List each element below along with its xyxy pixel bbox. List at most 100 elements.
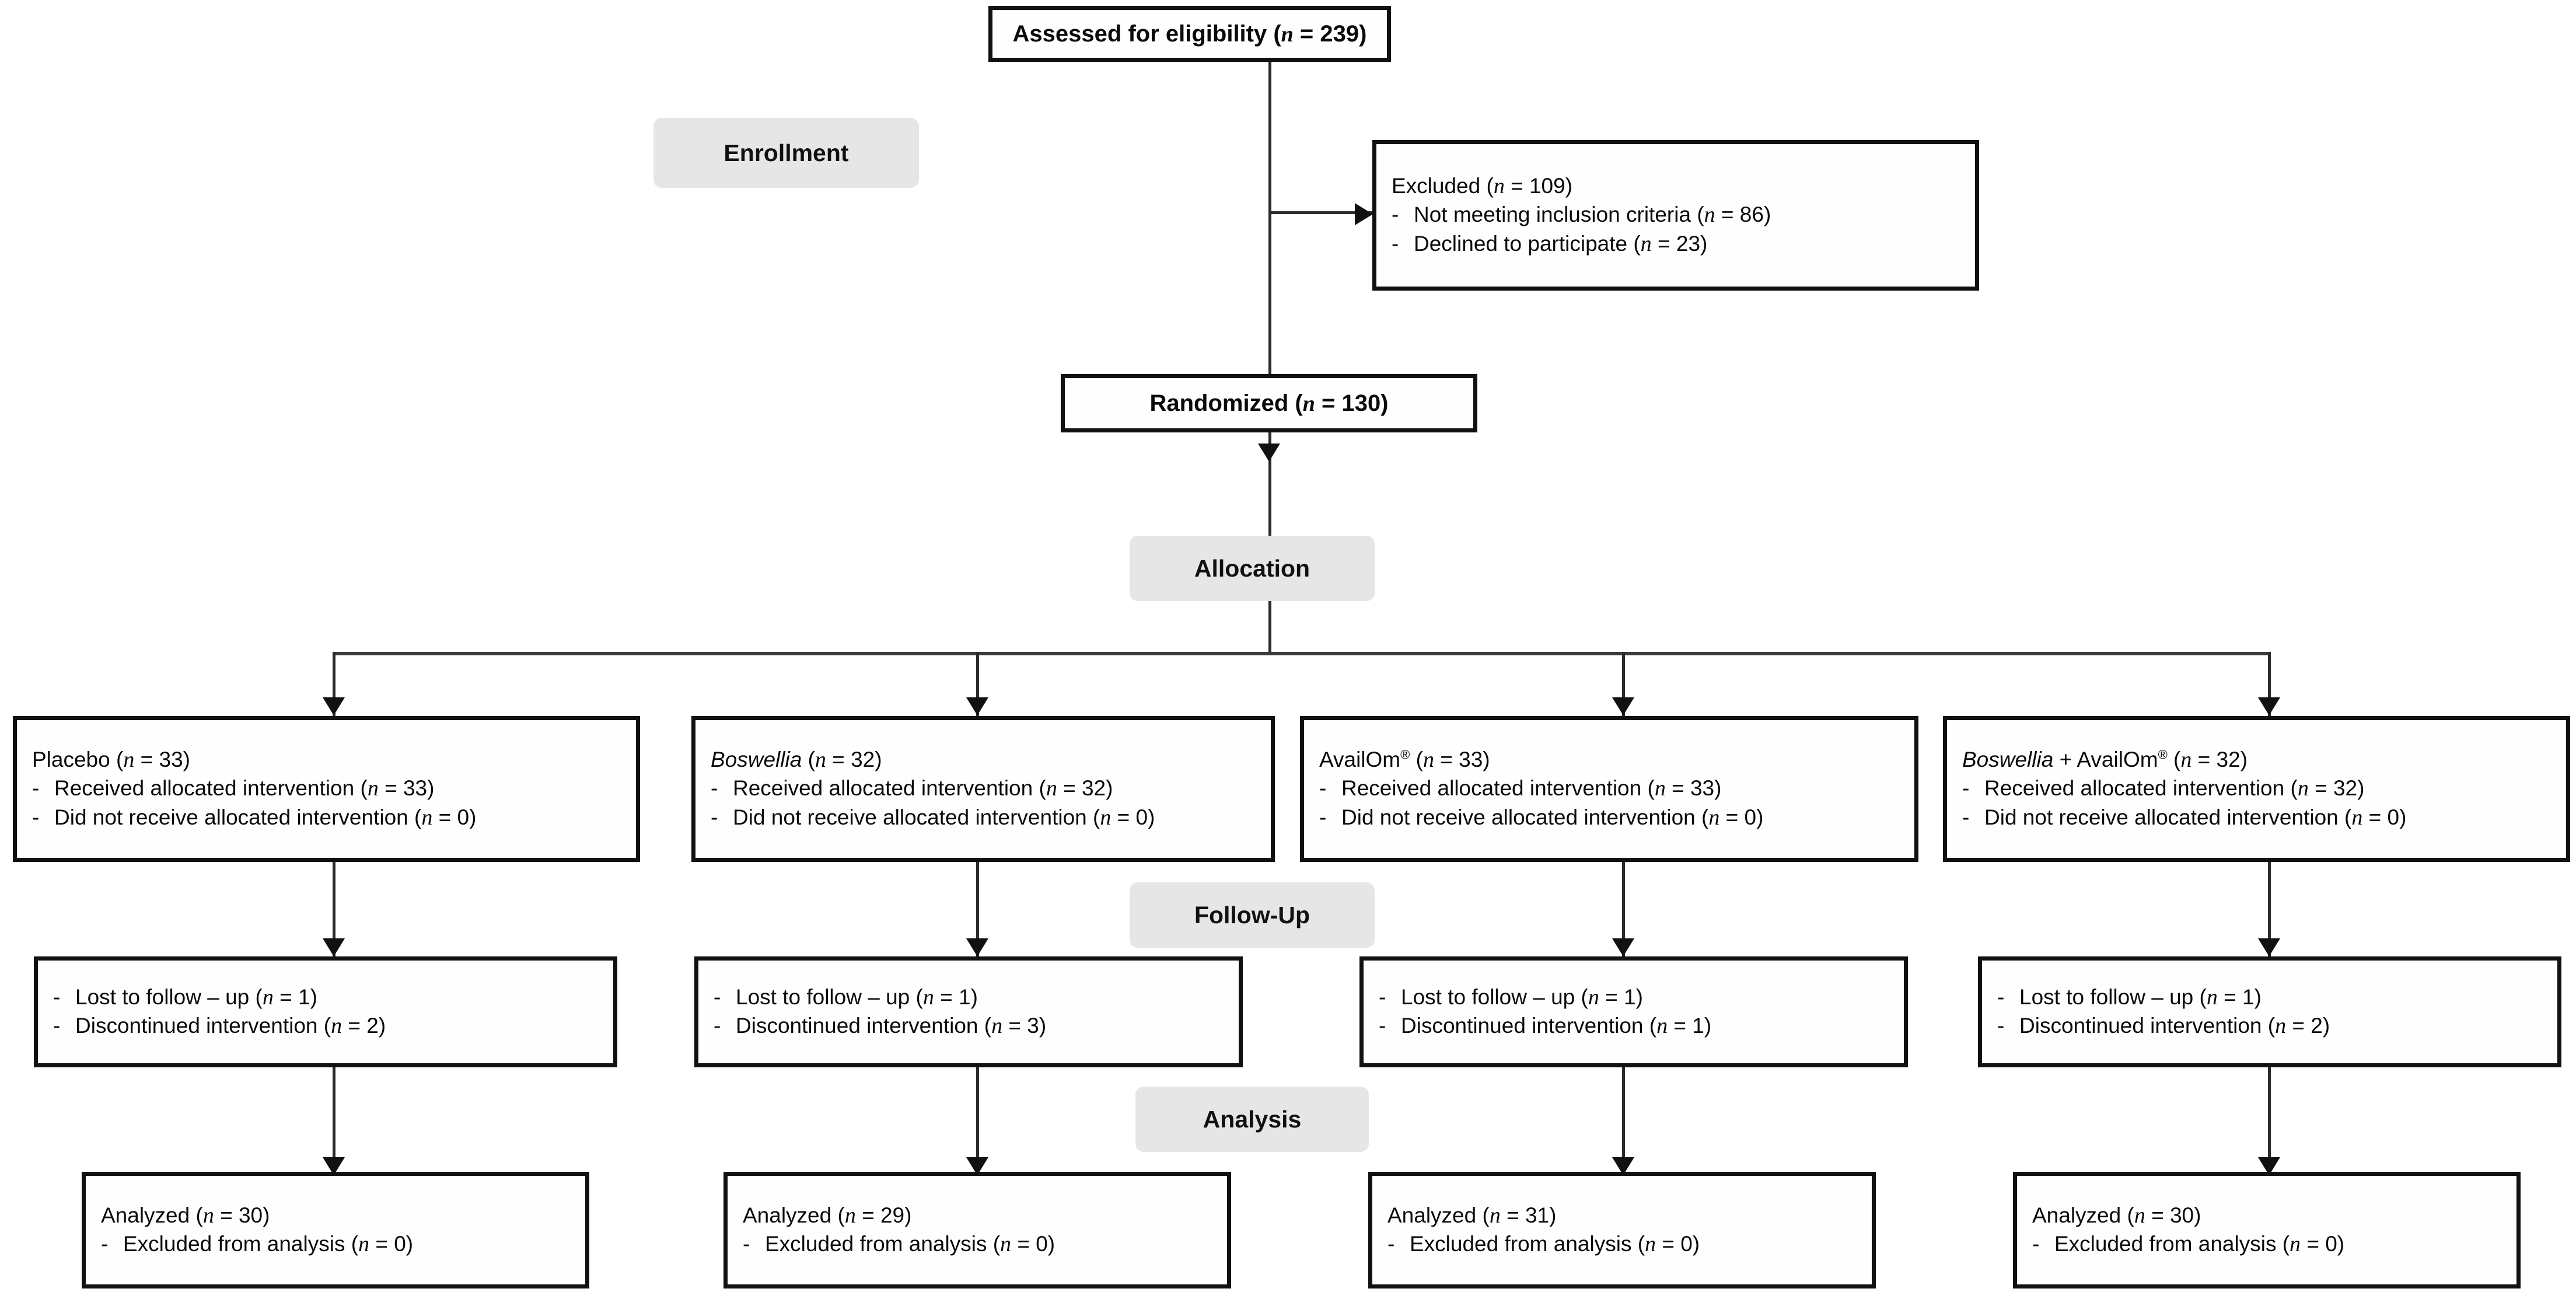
n-symbol: n: [815, 747, 826, 772]
analyzed-header: Analyzed (n = 29): [743, 1203, 912, 1228]
list-item-label: Lost to follow – up (n = 1): [736, 984, 978, 1010]
connector-alloc-to-follow-2: [976, 862, 979, 958]
allocation-list: - Received allocated intervention (n = 3…: [1962, 774, 2566, 832]
connector-assessed-to-randomized: [1268, 62, 1271, 374]
dash-bullet: -: [711, 776, 718, 801]
allocation-list: - Received allocated intervention (n = 3…: [1319, 774, 1914, 832]
dash-bullet: -: [53, 984, 61, 1009]
list-item-label: Received allocated intervention (n = 33): [1341, 776, 1722, 801]
n-symbol: n: [1588, 984, 1599, 1010]
dash-bullet: -: [743, 1232, 750, 1256]
list-item: - Excluded from analysis (n = 0): [743, 1230, 1227, 1259]
n-symbol: n: [1704, 202, 1715, 228]
box-allocation-boswellia-availom: Boswellia + AvailOm® (n = 32) - Received…: [1943, 716, 2570, 862]
list-item-label: Excluded from analysis (n = 0): [765, 1232, 1055, 1256]
n-symbol: n: [1654, 776, 1666, 801]
dash-bullet: -: [53, 1014, 61, 1038]
box-analysis-boswellia-availom: Analyzed (n = 30) - Excluded from analys…: [2013, 1172, 2521, 1288]
dash-bullet: -: [714, 984, 721, 1009]
list-item-label: Discontinued intervention (n = 2): [2019, 1014, 2330, 1038]
analysis-list: - Excluded from analysis (n = 0): [101, 1230, 585, 1259]
list-item-label: Declined to participate (n = 23): [1414, 231, 1708, 256]
connector-follow-to-analysis-2: [976, 1067, 979, 1175]
excluded-header: Excluded (n = 109): [1392, 173, 1573, 198]
stage-label-allocation: Allocation: [1130, 536, 1375, 601]
n-symbol: n: [1000, 1232, 1012, 1256]
arrow-alloc-follow-3: [1612, 938, 1634, 956]
box-allocation-boswellia: Boswellia (n = 32) - Received allocated …: [691, 716, 1275, 862]
n-symbol: n: [2180, 747, 2192, 772]
n-symbol: n: [844, 1203, 856, 1228]
analyzed-header: Analyzed (n = 30): [101, 1203, 270, 1228]
dash-bullet: -: [2032, 1232, 2040, 1256]
list-item: - Lost to follow – up (n = 1): [53, 983, 613, 1012]
list-item-label: Excluded from analysis (n = 0): [1410, 1232, 1700, 1256]
n-symbol: n: [1489, 1203, 1501, 1228]
list-item-label: Lost to follow – up (n = 1): [75, 984, 317, 1010]
dash-bullet: -: [1392, 202, 1399, 227]
dash-bullet: -: [714, 1014, 721, 1038]
dash-bullet: -: [1962, 805, 1970, 829]
list-item: - Did not receive allocated intervention…: [1962, 804, 2566, 832]
n-symbol: n: [922, 984, 934, 1010]
list-item: - Discontinued intervention (n = 3): [714, 1012, 1239, 1040]
box-analysis-boswellia: Analyzed (n = 29) - Excluded from analys…: [723, 1172, 1231, 1288]
connector-alloc-to-follow-3: [1622, 862, 1625, 958]
connector-allocation-bus: [333, 652, 2271, 655]
dash-bullet: -: [32, 776, 40, 801]
stage-label-enrollment: Enrollment: [653, 118, 919, 188]
n-symbol: n: [1302, 391, 1315, 416]
analyzed-header: Analyzed (n = 30): [2032, 1203, 2201, 1228]
list-item-label: Discontinued intervention (n = 3): [736, 1014, 1047, 1038]
dash-bullet: -: [1387, 1232, 1395, 1256]
list-item: - Not meeting inclusion criteria (n = 86…: [1392, 201, 1975, 229]
allocation-list: - Received allocated intervention (n = 3…: [32, 774, 636, 832]
list-item-label: Discontinued intervention (n = 1): [1401, 1014, 1712, 1038]
n-symbol: n: [421, 805, 433, 830]
stage-label-analysis: Analysis: [1135, 1087, 1369, 1152]
list-item: - Excluded from analysis (n = 0): [101, 1230, 585, 1259]
list-item: - Did not receive allocated intervention…: [711, 804, 1271, 832]
list-item-label: Lost to follow – up (n = 1): [2019, 984, 2262, 1010]
arm-name-boswellia: Boswellia (n = 32): [711, 747, 882, 772]
connector-follow-to-analysis-3: [1622, 1067, 1625, 1175]
list-item-label: Excluded from analysis (n = 0): [123, 1232, 414, 1256]
followup-list: - Lost to follow – up (n = 1) - Disconti…: [1379, 983, 1904, 1041]
list-item: - Did not receive allocated intervention…: [1319, 804, 1914, 832]
list-item: - Lost to follow – up (n = 1): [1379, 983, 1904, 1012]
arrow-drop-1: [323, 697, 345, 715]
box-analysis-availom: Analyzed (n = 31) - Excluded from analys…: [1368, 1172, 1876, 1288]
arm-name-boswellia-availom: Boswellia + AvailOm® (n = 32): [1962, 747, 2248, 772]
list-item: - Excluded from analysis (n = 0): [1387, 1230, 1872, 1259]
arrow-to-excluded: [1355, 203, 1373, 225]
randomized-label: Randomized (n = 130): [1149, 390, 1389, 416]
dash-bullet: -: [1392, 231, 1399, 256]
n-symbol: n: [1281, 22, 1294, 47]
n-symbol: n: [1100, 805, 1112, 830]
list-item-label: Discontinued intervention (n = 2): [75, 1014, 386, 1038]
dash-bullet: -: [32, 805, 40, 829]
n-symbol: n: [2351, 805, 2363, 830]
n-symbol: n: [991, 1014, 1003, 1038]
list-item: - Lost to follow – up (n = 1): [714, 983, 1239, 1012]
list-item: - Received allocated intervention (n = 3…: [32, 774, 636, 803]
n-symbol: n: [1046, 776, 1057, 801]
dash-bullet: -: [1997, 984, 2005, 1009]
n-symbol: n: [202, 1203, 214, 1228]
n-symbol: n: [2206, 984, 2218, 1010]
dash-bullet: -: [1962, 776, 1970, 801]
dash-bullet: -: [1319, 805, 1327, 829]
dash-bullet: -: [711, 805, 718, 829]
box-allocation-placebo: Placebo (n = 33) - Received allocated in…: [13, 716, 640, 862]
n-symbol: n: [2134, 1203, 2145, 1228]
followup-list: - Lost to follow – up (n = 1) - Disconti…: [53, 983, 613, 1041]
n-symbol: n: [1493, 173, 1505, 198]
arrow-randomized-down: [1258, 444, 1280, 462]
list-item-label: Received allocated intervention (n = 33): [54, 776, 435, 801]
dash-bullet: -: [101, 1232, 109, 1256]
connector-alloc-to-follow-4: [2268, 862, 2271, 958]
dash-bullet: -: [1379, 984, 1386, 1009]
n-symbol: n: [367, 776, 379, 801]
list-item: - Discontinued intervention (n = 1): [1379, 1012, 1904, 1040]
